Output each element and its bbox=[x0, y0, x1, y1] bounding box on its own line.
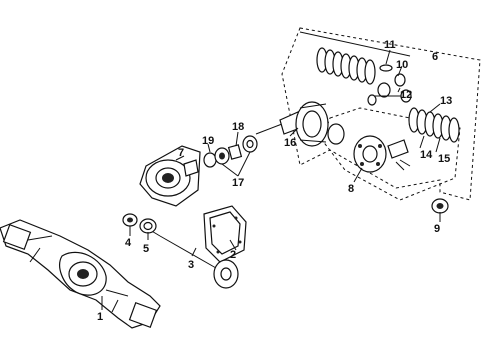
clutch-pack-upper bbox=[316, 47, 376, 85]
callout-7: 7 bbox=[178, 147, 184, 159]
callout-8: 8 bbox=[348, 183, 354, 195]
callout-17: 17 bbox=[232, 177, 244, 189]
callout-2: 2 bbox=[230, 249, 236, 261]
carrier-housing bbox=[139, 145, 201, 207]
side-bearing bbox=[431, 198, 449, 214]
callout-10: 10 bbox=[396, 59, 408, 71]
differential-case bbox=[327, 123, 411, 173]
callout-6: 6 bbox=[432, 51, 438, 63]
callout-14: 14 bbox=[420, 149, 433, 161]
callout-9: 9 bbox=[434, 223, 440, 235]
callout-3: 3 bbox=[188, 259, 194, 271]
axle-housing bbox=[0, 219, 161, 329]
axle-bearing bbox=[139, 218, 157, 234]
callout-19: 19 bbox=[202, 135, 214, 147]
callout-1: 1 bbox=[97, 311, 103, 323]
callout-18: 18 bbox=[232, 121, 244, 133]
callout-15: 15 bbox=[438, 153, 450, 165]
callout-12: 12 bbox=[400, 89, 412, 101]
leader-lines bbox=[101, 31, 441, 310]
carrier-group-outline bbox=[281, 27, 481, 201]
axle-shaft bbox=[149, 229, 239, 289]
callout-11: 11 bbox=[384, 39, 396, 51]
callout-5: 5 bbox=[143, 243, 149, 255]
clutch-pack-lower bbox=[408, 107, 460, 143]
callout-4: 4 bbox=[125, 237, 132, 249]
ring-and-pinion bbox=[255, 101, 329, 147]
callout-13: 13 bbox=[440, 95, 452, 107]
axle-seal bbox=[122, 213, 138, 227]
case-group-outline bbox=[321, 107, 461, 201]
callout-16: 16 bbox=[284, 137, 296, 149]
cover-gasket bbox=[203, 205, 247, 263]
pinion-bearings bbox=[203, 135, 258, 168]
spider-gears bbox=[367, 64, 412, 106]
